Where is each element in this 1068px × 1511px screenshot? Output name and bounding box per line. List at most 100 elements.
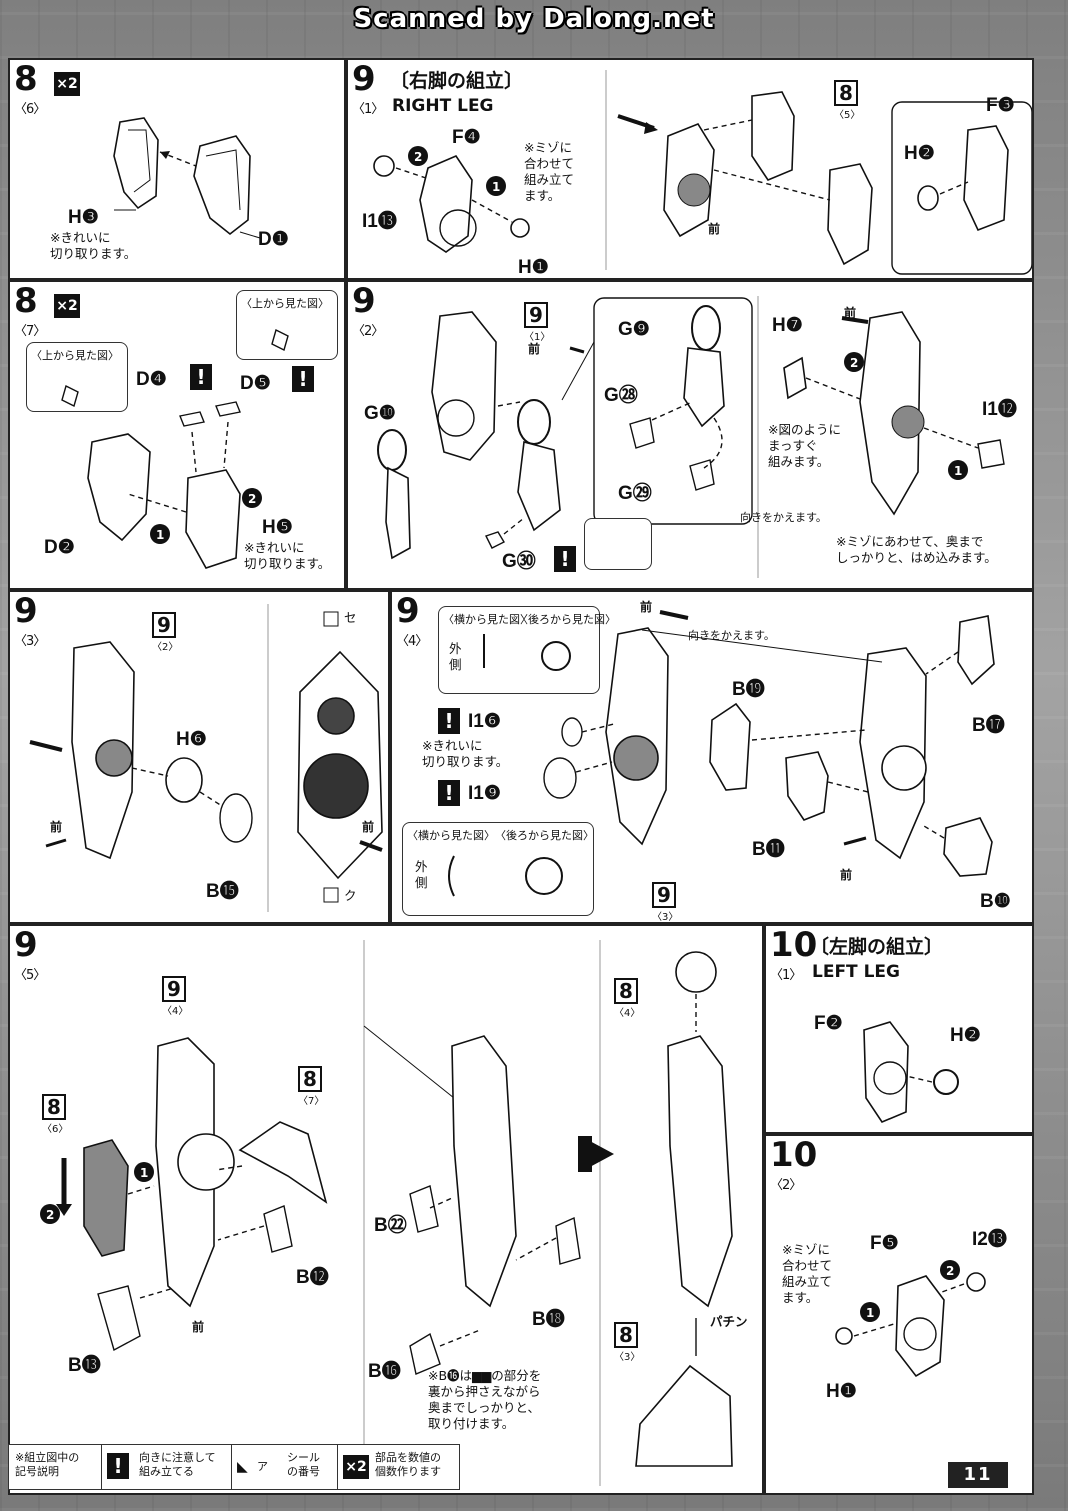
svg-text:1: 1 [140, 1166, 148, 1180]
section-title-jp: 〔右脚の組立〕 [390, 70, 524, 92]
part-label-f2: F❷ [814, 1013, 843, 1034]
ref-step-8-6: 8〈6〉 [42, 1094, 69, 1135]
step-9-2-panel: 9 〈2〉 2 [346, 280, 1034, 590]
part-label-i1-6: I1❻ [468, 711, 501, 732]
cut-note: ※きれいに 切り取ります。 [422, 738, 509, 769]
caution-icon: ! [554, 546, 576, 572]
caution-icon: ! [107, 1453, 129, 1479]
assembly-drawing [448, 610, 995, 897]
part-label-d1: D❶ [258, 229, 289, 250]
ref-step-8-5: 8〈5〉 [834, 80, 861, 121]
substep-number: 〈2〉 [770, 1178, 802, 1193]
part-label-i1-9: I1❾ [468, 783, 501, 804]
part-label-h6: H❻ [176, 729, 207, 750]
svg-text:1: 1 [954, 464, 962, 478]
substep-number: 〈2〉 [352, 324, 384, 339]
step-8-6-panel: 8 〈6〉 ×2 H❸ D❶ ※きれいに 切り取ります。 [8, 58, 346, 280]
scan-banner: Scanned by Dalong.net [353, 4, 715, 34]
step-number: 10 [770, 1135, 818, 1175]
groove-note: ※ミゾにあわせて、奥まで しっかりと、はめ込みます。 [836, 534, 997, 565]
part-label-g10: G❿ [364, 403, 396, 424]
front-mark: 前 [362, 820, 375, 834]
step-8-7-panel: 8 〈7〉 ×2 〈上から見た図〉 〈上から見た図〉 2 1 D❹ ! D❺ !… [8, 280, 346, 590]
front-mark: 前 [708, 222, 721, 236]
step-number: 9 [14, 925, 38, 965]
svg-text:1: 1 [156, 528, 164, 542]
step-9-4-panel: 9 〈4〉 〈横から見た図〉 〈後ろから見た図〉 外 側 〈横から見た図〉 〈後… [390, 590, 1034, 924]
front-mark: 前 [640, 600, 653, 614]
step-number: 9 [396, 591, 420, 631]
part-label-f4: F❹ [452, 127, 481, 148]
snap-sound: パチン [710, 1314, 748, 1329]
part-label-h5: H❺ [262, 517, 293, 538]
step-9-1-panel: 9 〈1〉 〔右脚の組立〕 RIGHT LEG 2 1 F❹ I [346, 58, 1034, 280]
turn-note: 向きをかえます。 [688, 629, 775, 642]
part-label-b17: B⓱ [972, 715, 1005, 736]
part-drawing [113, 117, 261, 239]
ref-step-9-2: 9〈2〉 [152, 612, 179, 653]
groove-note: ※ミゾに 合わせて 組み立て ます。 [782, 1242, 833, 1305]
top-view-inset-left: 〈上から見た図〉 [26, 342, 128, 412]
instruction-page: 8 〈6〉 ×2 H❸ D❶ ※きれいに 切り取ります。 9 〈1〉 〔右脚の組… [8, 58, 1034, 1495]
step-number: 8 [14, 59, 38, 99]
section-title-en: LEFT LEG [812, 962, 900, 982]
svg-text:1: 1 [492, 180, 500, 194]
b16-note: ※B⓰は▆▆の部分を 裏から押さえながら 奥までしっかりと、 取り付けます。 [428, 1368, 542, 1431]
ref-step-8-3: 8〈3〉 [614, 1322, 641, 1363]
part-label-h3: H❸ [68, 207, 99, 228]
part-label-g9: G❾ [618, 319, 650, 340]
substep-number: 〈5〉 [14, 968, 46, 983]
part-label-g29: G㉙ [618, 483, 652, 504]
section-title-jp: 〔左脚の組立〕 [810, 936, 944, 958]
caution-icon: ! [438, 780, 460, 806]
ref-step-9-3: 9〈3〉 [652, 882, 679, 923]
svg-text:2: 2 [248, 492, 256, 506]
multiply-badge: ×2 [343, 1455, 369, 1479]
symbol-legend: ※組立図中の 記号説明 ! 向きに注意して 組み立てる ◣ ア シール の番号 … [8, 1444, 460, 1490]
step-10-1-panel: 10 〈1〉 〔左脚の組立〕 LEFT LEG F❷ H❷ [764, 924, 1034, 1134]
front-mark: 前 [844, 306, 857, 320]
part-label-i2-13: I2⓭ [972, 1229, 1007, 1250]
step-9-5-panel: 9 〈5〉 2 1 [8, 924, 764, 1495]
turn-note: 向きをかえます。 [740, 511, 827, 524]
part-label-b22: B㉒ [374, 1215, 407, 1236]
assembly-drawing [863, 1021, 959, 1123]
part-label-i1-12: I1⓬ [982, 399, 1017, 420]
step-10-2-panel: 10 〈2〉 2 1 F❺ I2⓭ H❶ ※ミゾに 合わせて 組み立て ます。 [764, 1134, 1034, 1495]
part-label-b18: B⓲ [532, 1309, 565, 1330]
substep-number: 〈7〉 [14, 324, 46, 339]
part-label-b12: B⓬ [296, 1267, 329, 1288]
legend-seal: ◣ ア シール の番号 [231, 1445, 338, 1489]
part-label-b16: B⓰ [368, 1361, 401, 1382]
step-number: 8 [14, 281, 38, 321]
step-number: 9 [352, 281, 376, 321]
part-label-b15: B⓯ [206, 881, 239, 902]
front-mark: 前 [840, 868, 853, 882]
multiply-badge: ×2 [54, 72, 80, 96]
substep-number: 〈4〉 [396, 634, 428, 649]
part-label-g30: G㉚ [502, 551, 536, 572]
step-number: 9 [352, 59, 376, 99]
assembly-drawing [29, 604, 383, 912]
seal-icon: ◣ [237, 1459, 248, 1475]
front-mark: 前 [192, 1320, 205, 1334]
part-label-i1-13: I1⓭ [362, 211, 397, 232]
step-number: 10 [770, 925, 818, 965]
ref-step-8-4: 8〈4〉 [614, 978, 641, 1019]
part-drawing: 2 1 [61, 328, 289, 569]
step-9-3-panel: 9 〈3〉 9〈2〉 H❻ B⓯ 前 前 セ ク [8, 590, 390, 924]
caution-icon: ! [438, 708, 460, 734]
multiply-badge: ×2 [54, 294, 80, 318]
substep-number: 〈3〉 [14, 634, 46, 649]
ref-step-8-7: 8〈7〉 [298, 1066, 325, 1107]
part-label-h7: H❼ [772, 315, 803, 336]
straight-note: ※図のように まっすぐ 組みます。 [768, 422, 841, 469]
step-number: 9 [14, 591, 38, 631]
assembly-drawing: 2 1 [835, 1260, 986, 1378]
part-label-h1: H❶ [518, 257, 549, 278]
groove-note: ※ミゾに 合わせて 組み立て ます。 [524, 140, 575, 203]
part-label-h2: H❷ [950, 1025, 981, 1046]
assembly-drawing: 2 1 [40, 940, 733, 1486]
svg-text:2: 2 [414, 150, 422, 164]
legend-title: ※組立図中の 記号説明 [9, 1445, 102, 1489]
